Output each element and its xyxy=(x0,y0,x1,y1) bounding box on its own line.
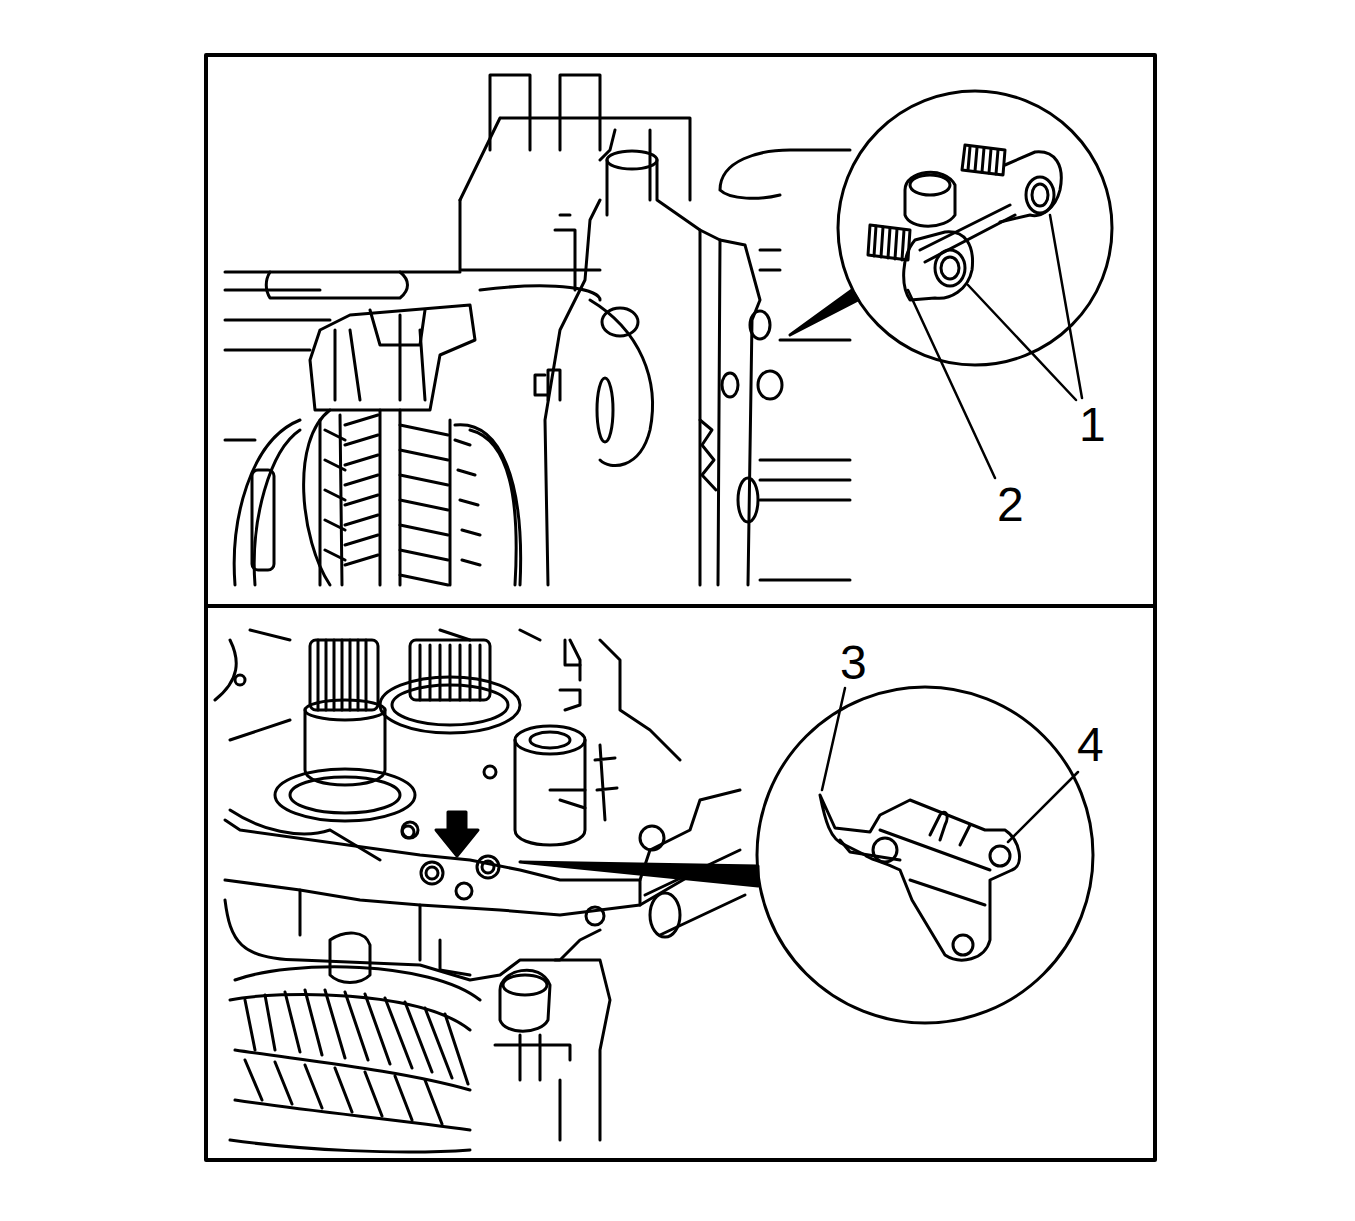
leader-line xyxy=(908,215,1082,478)
panel-frame xyxy=(206,55,1155,1160)
callout-number: 2 xyxy=(997,481,1024,529)
location-arrow xyxy=(436,812,478,856)
detail-circle xyxy=(757,687,1093,1023)
lever-plate-detail xyxy=(820,795,1019,960)
transmission-housing-top xyxy=(225,75,850,585)
leader-line xyxy=(822,688,1078,842)
gear-cluster-top xyxy=(234,410,520,585)
callout-number: 1 xyxy=(1079,401,1106,449)
panel-divider xyxy=(206,604,1155,608)
pointer-wedge xyxy=(520,862,758,886)
callout-number: 3 xyxy=(840,639,867,687)
bolt-detail xyxy=(868,145,1061,300)
detail-circle xyxy=(838,91,1112,365)
pointer-wedge xyxy=(790,290,858,335)
transmission-housing-bottom xyxy=(215,630,745,1152)
callout-number: 4 xyxy=(1077,721,1104,769)
